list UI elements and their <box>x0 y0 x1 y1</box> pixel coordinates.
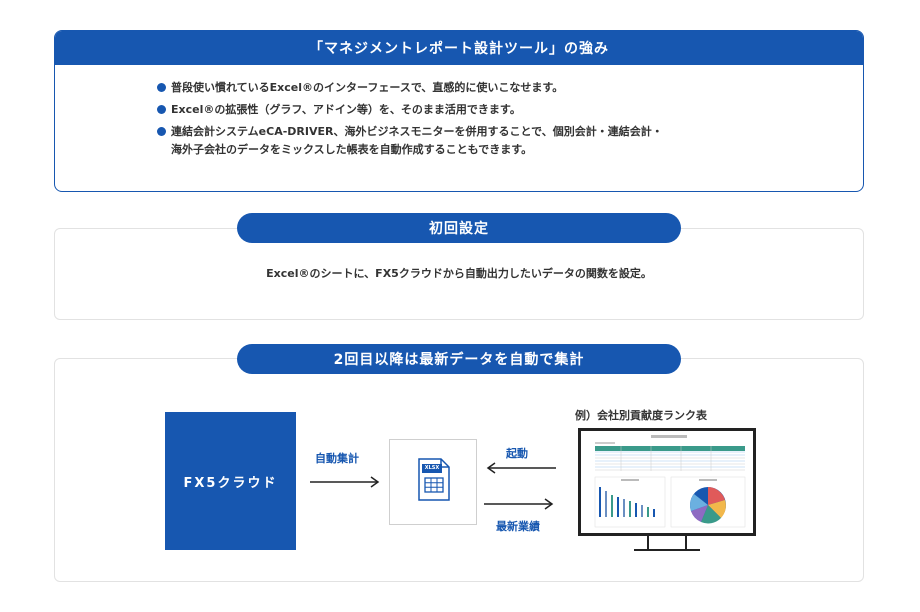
excel-file-icon <box>418 458 450 501</box>
report-caption: 例）会社別貢献度ランク表 <box>575 409 707 422</box>
excel-file-box: XLSX <box>389 439 477 525</box>
strength-text: 連結会計システムeCA-DRIVER、海外ビジネスモニターを併用することで、個別… <box>171 125 663 138</box>
auto-aggregate-label: 自動集計 <box>315 452 359 465</box>
monitor-stand-icon <box>634 536 700 551</box>
right-arrow-icon <box>310 476 380 488</box>
bullet-icon <box>157 83 166 92</box>
bullet-icon <box>157 105 166 114</box>
strength-item: Excel®の拡張性（グラフ、アドイン等）を、そのまま活用できます。 <box>157 101 863 119</box>
monitor-icon <box>578 428 756 536</box>
strengths-list: 普段使い慣れているExcel®のインターフェースで、直感的に使いこなせます。 E… <box>55 65 863 159</box>
initial-setup-title: 初回設定 <box>237 213 681 243</box>
strength-text: 海外子会社のデータをミックスした帳表を自動作成することもできます。 <box>171 143 533 156</box>
xlsx-label: XLSX <box>424 465 440 471</box>
strength-item: 普段使い慣れているExcel®のインターフェースで、直感的に使いこなせます。 <box>157 79 863 97</box>
fx5-cloud-box: FX5クラウド <box>165 412 296 550</box>
left-arrow-icon <box>486 462 556 474</box>
strength-text: 普段使い慣れているExcel®のインターフェースで、直感的に使いこなせます。 <box>171 81 564 94</box>
launch-label: 起動 <box>506 447 528 460</box>
auto-aggregate-title: 2回目以降は最新データを自動で集計 <box>237 344 681 374</box>
strengths-title: 「マネジメントレポート設計ツール」の強み <box>55 31 863 65</box>
strengths-panel: 「マネジメントレポート設計ツール」の強み 普段使い慣れているExcel®のインタ… <box>54 30 864 192</box>
right-arrow-icon <box>484 498 554 510</box>
strength-item: 連結会計システムeCA-DRIVER、海外ビジネスモニターを併用することで、個別… <box>157 123 863 159</box>
latest-results-label: 最新業績 <box>496 520 540 533</box>
initial-setup-text: Excel®のシートに、FX5クラウドから自動出力したいデータの関数を設定。 <box>266 267 652 280</box>
strength-text: Excel®の拡張性（グラフ、アドイン等）を、そのまま活用できます。 <box>171 103 521 116</box>
bullet-icon <box>157 127 166 136</box>
report-thumbnail <box>581 431 753 533</box>
